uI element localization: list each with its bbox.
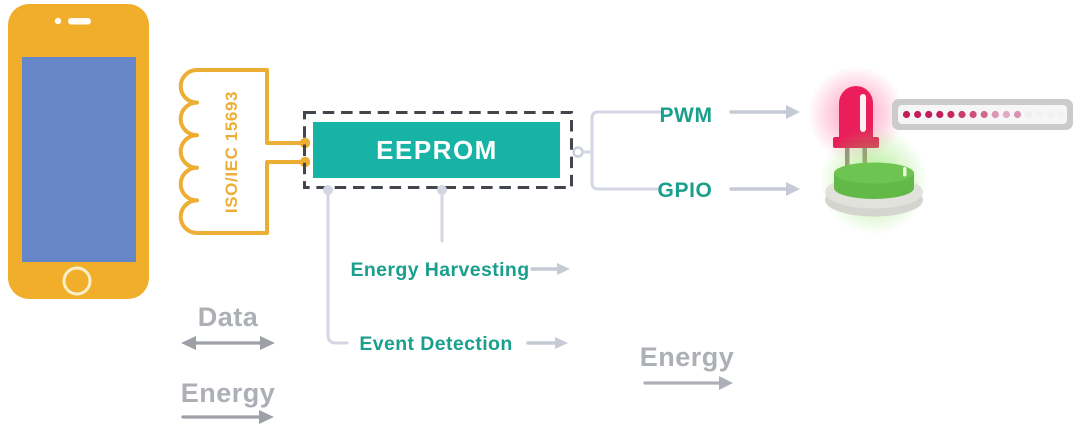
eeprom-chip xyxy=(313,122,560,178)
strip-dot xyxy=(980,110,988,119)
event-detection-line xyxy=(326,193,349,345)
phone-screen xyxy=(22,57,136,262)
legend-energy-label: Energy xyxy=(181,378,276,408)
nfc-coil-antenna-icon: ISO/IEC 15693 xyxy=(178,68,311,235)
pwm-label: PWM xyxy=(659,104,712,127)
energy-flow-arrow-head xyxy=(719,376,733,390)
eeprom-bottom-connector-left xyxy=(323,185,333,195)
eeprom-output-connector xyxy=(572,146,584,158)
strip-dots xyxy=(902,110,1066,119)
strip-dot xyxy=(1036,110,1044,119)
eeprom-dashed-border xyxy=(303,111,573,189)
eeprom-bottom-connector-right xyxy=(437,185,447,195)
phone-speaker-slot xyxy=(68,18,91,25)
strip-dot xyxy=(947,110,955,119)
energy-harvesting-connector xyxy=(437,185,447,243)
event-detection-connector xyxy=(323,185,349,345)
strip-dot xyxy=(1047,110,1055,119)
pwm-arrow-head xyxy=(786,105,800,119)
legend-data-label: Data xyxy=(198,302,259,332)
eeprom-label: EEPROM xyxy=(376,135,498,165)
smartphone-icon xyxy=(8,4,149,299)
event-detection-label: Event Detection xyxy=(359,333,512,355)
strip-dot xyxy=(969,110,977,119)
strip-dot xyxy=(958,110,966,119)
green-push-button-icon xyxy=(820,127,928,235)
energy-flow-label: Energy xyxy=(640,342,735,372)
strip-dot xyxy=(991,110,999,119)
eeprom-block: EEPROM xyxy=(303,111,573,189)
legend-data-arrow xyxy=(181,336,275,350)
gpio-arrow-head xyxy=(786,182,800,196)
phone-home-button xyxy=(62,266,92,296)
event-detection-arrow xyxy=(526,337,568,349)
strip-dot xyxy=(902,110,911,119)
pwm-arrow xyxy=(729,105,800,119)
gpio-label: GPIO xyxy=(658,179,713,202)
energy-flow-arrow xyxy=(643,376,733,390)
led-highlight xyxy=(860,94,866,132)
energy-harvesting-arrow-head xyxy=(557,263,570,275)
strip-dot xyxy=(1058,110,1066,119)
data-arrow-head-right xyxy=(260,336,275,350)
antenna-terminal-dot-bottom xyxy=(299,156,311,168)
energy-harvesting-arrow xyxy=(530,263,570,275)
strip-dot xyxy=(1013,110,1022,119)
button-cap-top xyxy=(834,162,914,184)
data-arrow-head-left xyxy=(181,336,196,350)
antenna-coil-outline xyxy=(178,68,307,235)
strip-dot xyxy=(925,110,933,119)
led-dimming-strip-icon xyxy=(892,99,1073,130)
button-highlight xyxy=(903,167,907,177)
branch-split-line xyxy=(590,110,662,191)
event-detection-arrow-head xyxy=(555,337,568,349)
antenna-terminal-dot-top xyxy=(299,137,311,149)
strip-dot xyxy=(1025,110,1033,119)
legend-energy-arrow xyxy=(181,410,274,424)
antenna-standard-label: ISO/IEC 15693 xyxy=(222,91,241,213)
strip-dot xyxy=(936,110,944,119)
gpio-arrow xyxy=(729,182,800,196)
energy-harvesting-label: Energy Harvesting xyxy=(350,259,529,281)
energy-arrow-head xyxy=(259,410,274,424)
output-branch xyxy=(572,110,662,191)
phone-camera-dot xyxy=(54,17,62,25)
strip-dot xyxy=(1002,110,1011,119)
strip-dot xyxy=(914,110,922,119)
